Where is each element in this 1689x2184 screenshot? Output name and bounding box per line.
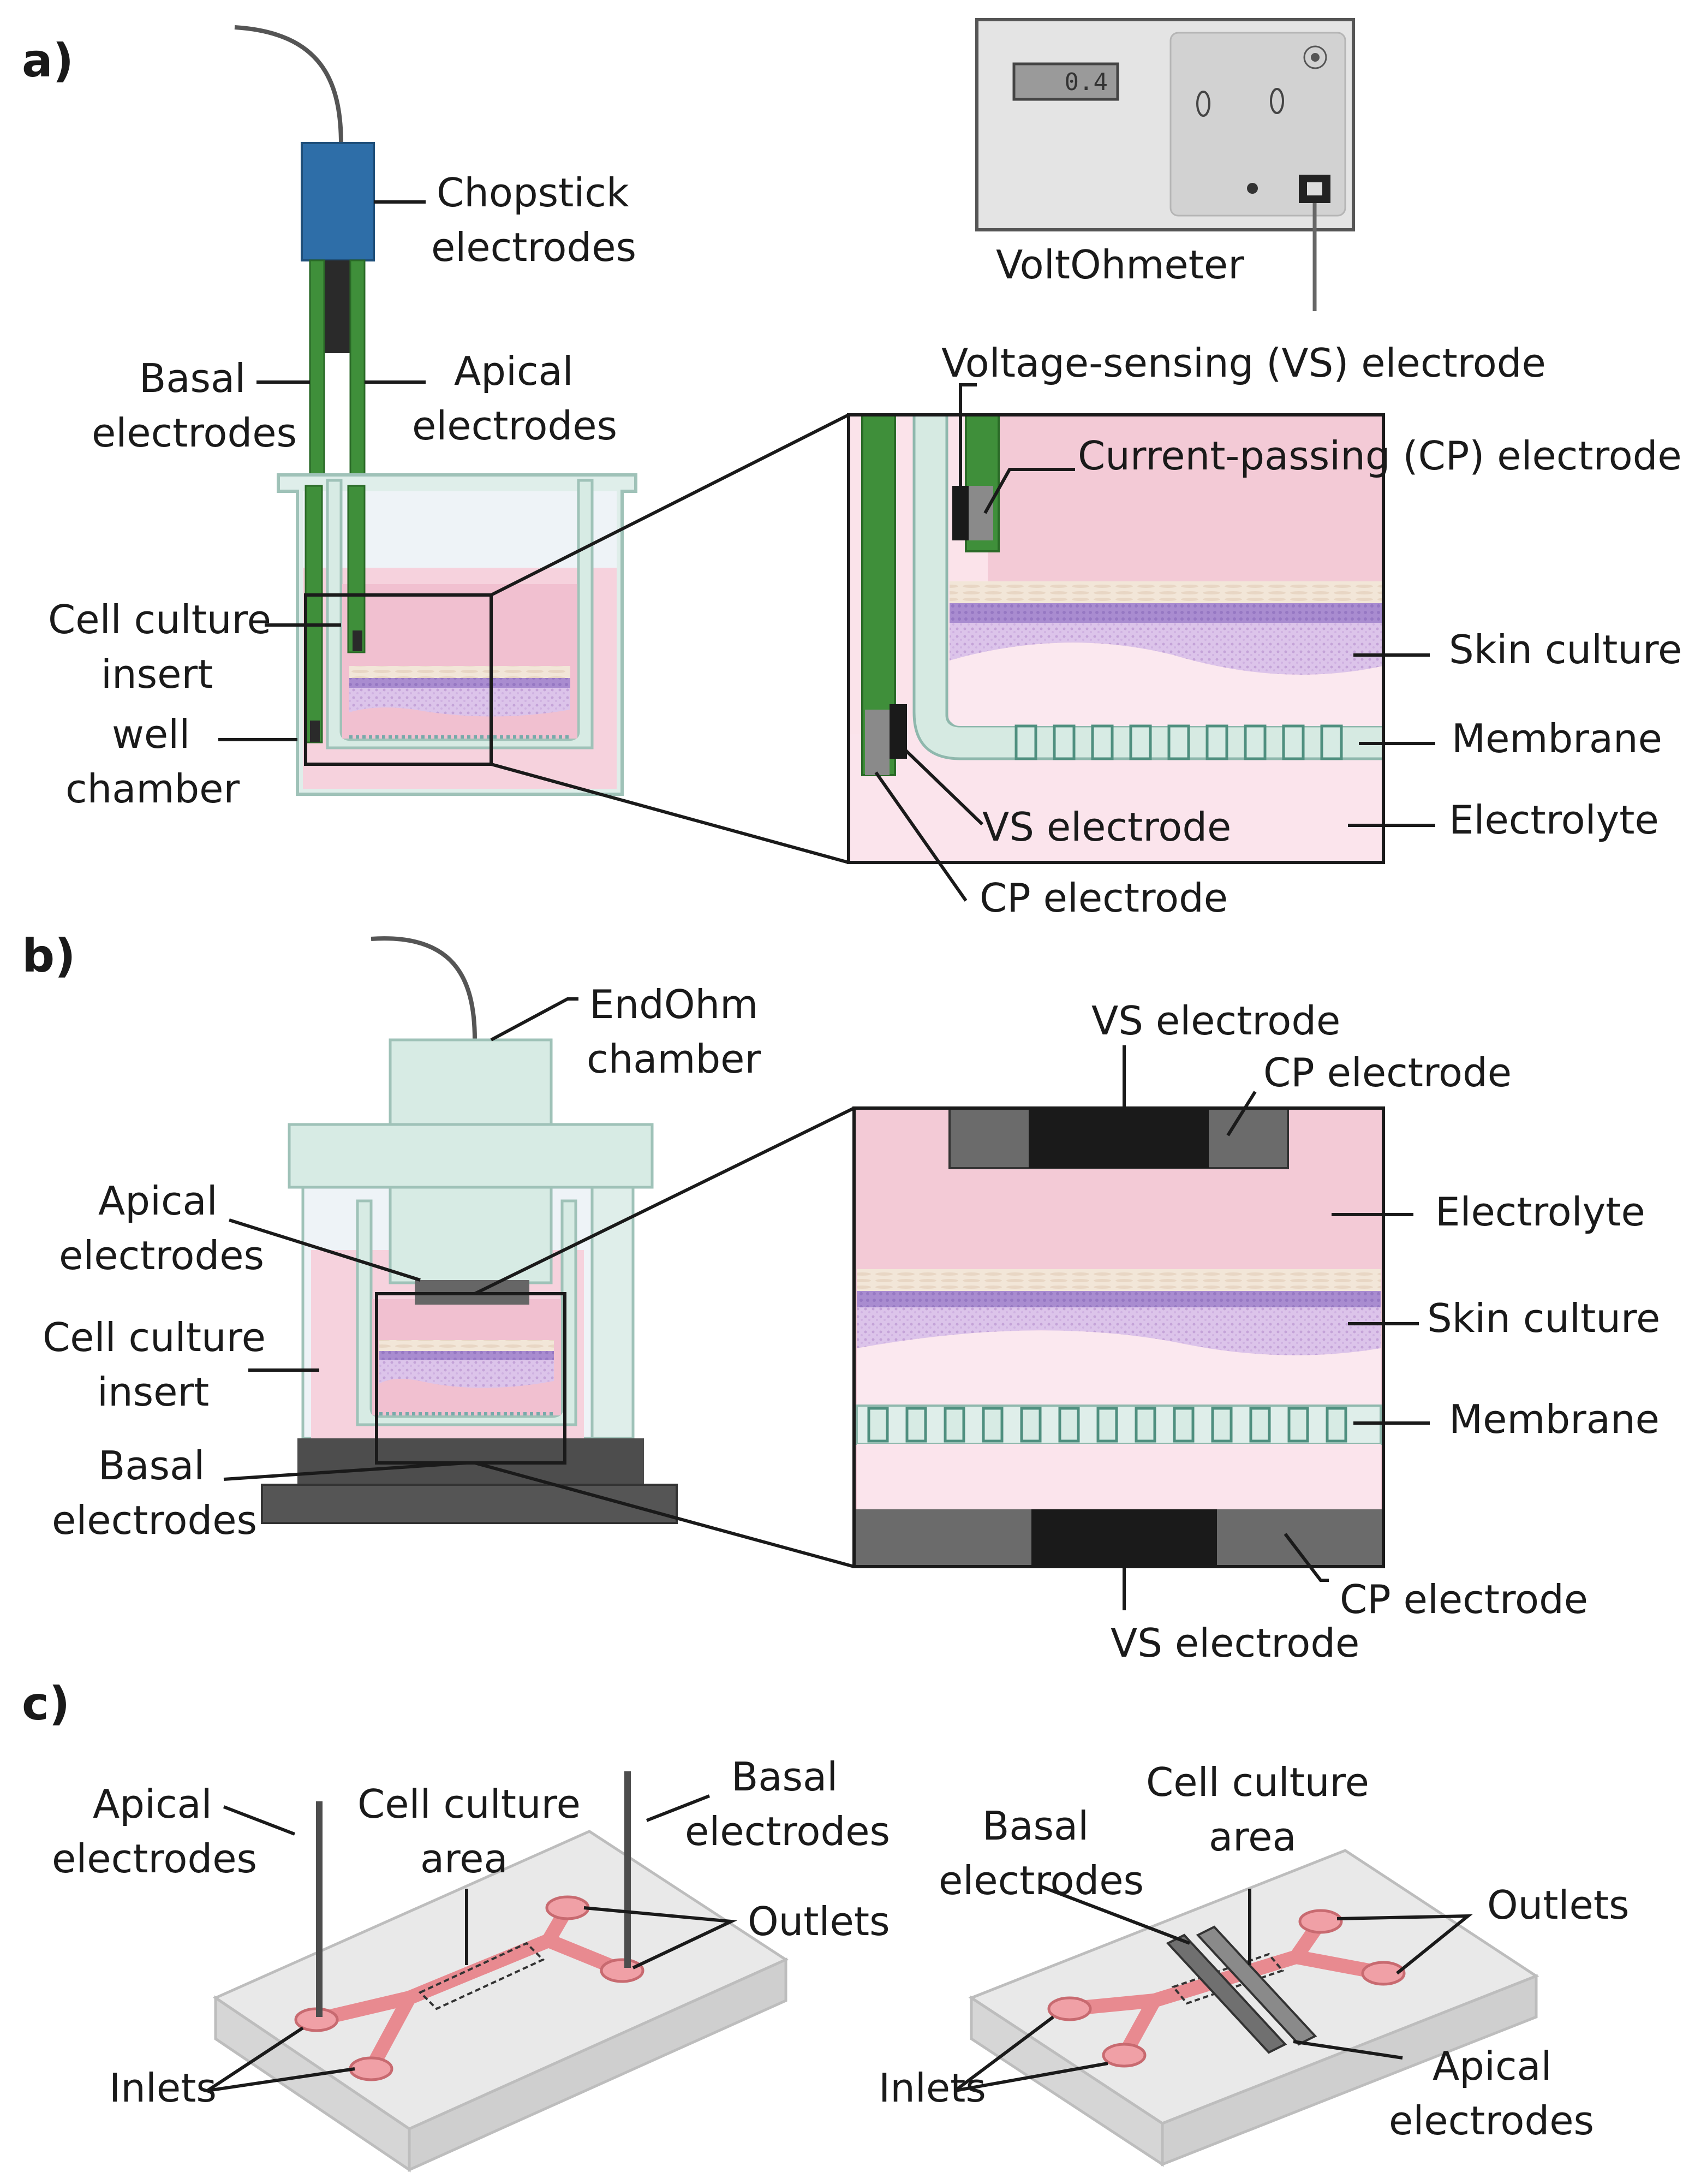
- apical-label-c-right-1: Apical: [1433, 2043, 1552, 2089]
- lcd-value: 0.4: [1065, 68, 1108, 96]
- basal-label-b-2: electrodes: [52, 1497, 257, 1543]
- apical-label-1: Apical: [454, 348, 574, 394]
- microfluidic-chip-left: [212, 1771, 789, 2173]
- electrolyte-label-a: Electrolyte: [1449, 797, 1659, 843]
- zoom-region-b: [375, 1292, 566, 1465]
- voltohmeter-device: 0.4: [975, 18, 1355, 311]
- cp-label-a: CP electrode: [980, 875, 1228, 921]
- basal-label-c-right-1: Basal: [982, 1803, 1089, 1849]
- well-label-2: chamber: [65, 766, 240, 812]
- cp-top-label: CP electrode: [1263, 1050, 1512, 1096]
- cp-bottom-label: CP electrode: [1340, 1576, 1588, 1622]
- chopstick-cable: [234, 25, 343, 145]
- vs-bottom-label: VS electrode: [1111, 1620, 1359, 1666]
- basal-label-b-1: Basal: [98, 1443, 205, 1489]
- apical-label-c-right-2: electrodes: [1389, 2098, 1594, 2144]
- basal-label-1: Basal: [139, 355, 246, 401]
- insert-label-b-2: insert: [97, 1369, 209, 1415]
- area-label-c-left-1: Cell culture: [357, 1781, 581, 1827]
- apical-label-b-1: Apical: [98, 1178, 218, 1224]
- vs-top-label: VS electrode: [1091, 998, 1340, 1044]
- chopstick-connector: [301, 142, 375, 261]
- inset-a: [847, 413, 1385, 864]
- skin-label-a: Skin culture: [1449, 627, 1682, 673]
- cp-full-label: Current-passing (CP) electrode: [1078, 433, 1682, 479]
- area-label-c-left-2: area: [420, 1836, 508, 1882]
- apical-label-c-left-1: Apical: [93, 1781, 212, 1827]
- apical-label-c-left-2: electrodes: [52, 1836, 257, 1882]
- panel-label-c: c): [22, 1677, 70, 1730]
- apical-label-b-2: electrodes: [59, 1233, 264, 1278]
- endohm-label-1: EndOhm: [589, 981, 758, 1027]
- panel-label-a: a): [22, 34, 74, 87]
- jack-icon: [1247, 183, 1258, 194]
- well-label-1: well: [112, 711, 190, 757]
- insert-label-2: insert: [101, 651, 213, 697]
- endohm-label-2: chamber: [587, 1036, 761, 1082]
- basal-label-c-left-1: Basal: [731, 1754, 838, 1800]
- inlets-label-c-left: Inlets: [109, 2065, 217, 2111]
- dial-icon: [1303, 45, 1327, 69]
- skin-label-b: Skin culture: [1427, 1295, 1660, 1341]
- switch-icon: [1196, 91, 1210, 117]
- outlets-label-c-right: Outlets: [1487, 1882, 1630, 1928]
- basal-label-c-right-2: electrodes: [939, 1858, 1144, 1903]
- membrane-label-b: Membrane: [1449, 1396, 1660, 1442]
- insert-label-1: Cell culture: [48, 597, 271, 642]
- electrolyte-label-b: Electrolyte: [1435, 1189, 1645, 1235]
- area-label-c-right-2: area: [1209, 1814, 1297, 1860]
- zoom-region-a: [304, 593, 493, 766]
- endohm-cable: [371, 936, 477, 1040]
- outlets-label-c-left: Outlets: [748, 1899, 890, 1944]
- insert-label-b-1: Cell culture: [43, 1314, 266, 1360]
- vs-label-a: VS electrode: [982, 804, 1231, 850]
- membrane-label-a: Membrane: [1452, 716, 1662, 761]
- panel-label-b: b): [22, 929, 76, 983]
- endohm-chamber: [261, 1038, 678, 1524]
- area-label-c-right-1: Cell culture: [1146, 1759, 1369, 1805]
- chopstick-label-2: electrodes: [431, 224, 636, 270]
- basal-label-2: electrodes: [92, 410, 297, 456]
- inlets-label-c-right: Inlets: [879, 2065, 986, 2111]
- apical-label-2: electrodes: [412, 403, 617, 449]
- inset-b: [852, 1106, 1385, 1568]
- voltohmeter-label: VoltOhmeter: [996, 242, 1244, 288]
- lcd-display: [1012, 62, 1119, 101]
- chopstick-label-1: Chopstick: [437, 170, 629, 216]
- cell-culture-insert: [326, 479, 594, 749]
- basal-label-c-left-2: electrodes: [685, 1808, 890, 1854]
- vs-full-label: Voltage-sensing (VS) electrode: [941, 340, 1546, 386]
- switch-icon: [1270, 88, 1284, 114]
